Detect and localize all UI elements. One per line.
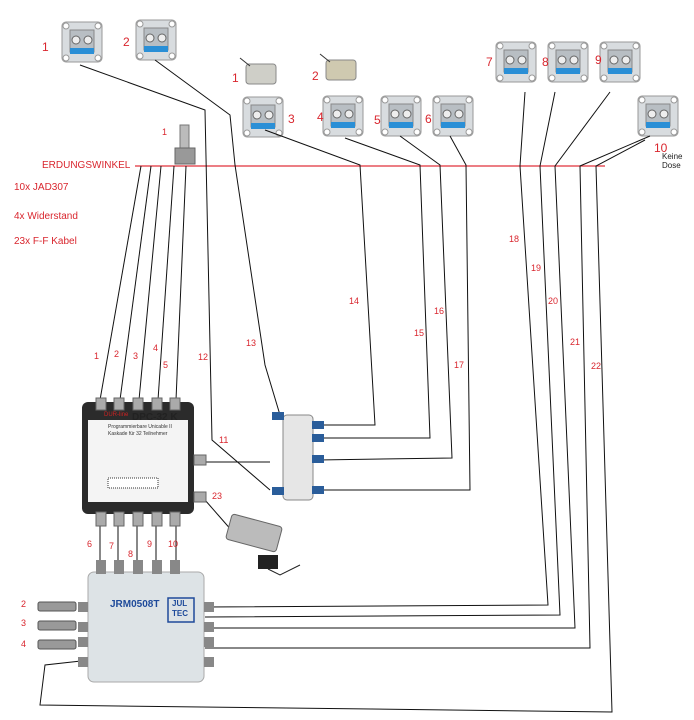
cable-11: 11 bbox=[219, 435, 229, 445]
cable-1: 1 bbox=[94, 351, 100, 361]
cable-12: 12 bbox=[198, 352, 209, 362]
no-socket-label: Keine Dose bbox=[662, 152, 683, 170]
socket-label-1: 1 bbox=[42, 40, 49, 54]
socket-label-4: 4 bbox=[317, 110, 324, 124]
socket-label-9: 9 bbox=[595, 53, 602, 67]
cable-15: 15 bbox=[414, 328, 425, 338]
cable-22: 22 bbox=[591, 361, 602, 371]
socket-label-8: 8 bbox=[542, 55, 549, 69]
cable-2: 2 bbox=[114, 349, 120, 359]
ground-label: ERDUNGSWINKEL bbox=[42, 160, 131, 171]
cable-19: 19 bbox=[531, 263, 542, 273]
multiswitch-dpc32k bbox=[82, 397, 207, 527]
note-cables: 23x F-F Kabel bbox=[14, 236, 77, 247]
terminator-label-2: 2 bbox=[21, 599, 27, 609]
socket-label-5: 5 bbox=[374, 113, 381, 127]
cable-4: 4 bbox=[153, 343, 159, 353]
socket-9 bbox=[599, 41, 641, 83]
cable-8: 8 bbox=[128, 549, 134, 559]
ground-connector bbox=[174, 124, 196, 165]
dpc-desc2: Kaskade für 32 Teilnehmer bbox=[108, 431, 168, 437]
splitter-small-2 bbox=[319, 53, 357, 81]
socket-8 bbox=[547, 41, 589, 83]
dpc-brand: DUR-line bbox=[104, 412, 129, 418]
cascade-splitter bbox=[272, 412, 324, 501]
socket-label-10: 10 bbox=[654, 141, 668, 155]
multiswitch-jrm0508t bbox=[78, 560, 214, 683]
socket-label-6: 6 bbox=[425, 112, 432, 126]
socket-2 bbox=[135, 19, 177, 61]
terminator-label-3: 3 bbox=[21, 618, 27, 628]
cable-3: 3 bbox=[133, 351, 139, 361]
note-jad307: 10x JAD307 bbox=[14, 182, 69, 193]
socket-4 bbox=[322, 95, 364, 137]
cables bbox=[39, 59, 651, 713]
socket-label-7: 7 bbox=[486, 55, 493, 69]
cable-10: 10 bbox=[168, 539, 179, 549]
cable-20: 20 bbox=[548, 296, 559, 306]
cable-9: 9 bbox=[147, 539, 153, 549]
socket-3 bbox=[242, 96, 284, 138]
cable-6: 6 bbox=[87, 539, 93, 549]
power-supply bbox=[225, 513, 301, 576]
splitter-label-1: 1 bbox=[232, 71, 239, 85]
jrm-brand1: JUL bbox=[172, 599, 188, 608]
socket-6 bbox=[432, 95, 474, 137]
cable-7: 7 bbox=[109, 541, 115, 551]
jrm-model: JRM0508T bbox=[110, 599, 160, 610]
cable-17: 17 bbox=[454, 360, 465, 370]
socket-1 bbox=[61, 21, 103, 63]
cable-21: 21 bbox=[570, 337, 581, 347]
splitter-small-1 bbox=[239, 57, 277, 85]
terminators bbox=[37, 601, 77, 650]
socket-label-3: 3 bbox=[288, 112, 295, 126]
cable-16: 16 bbox=[434, 306, 445, 316]
cable-14: 14 bbox=[349, 296, 360, 306]
cable-23: 23 bbox=[212, 491, 223, 501]
cable-5: 5 bbox=[163, 360, 169, 370]
socket-7 bbox=[495, 41, 537, 83]
jrm-brand2: TEC bbox=[172, 609, 188, 618]
dpc-model: DPC-32 K bbox=[132, 412, 178, 423]
splitter-label-2: 2 bbox=[312, 69, 319, 83]
cable-13: 13 bbox=[246, 338, 257, 348]
lnb-label: 1 bbox=[162, 127, 168, 137]
cable-18: 18 bbox=[509, 234, 520, 244]
terminator-label-4: 4 bbox=[21, 639, 27, 649]
dpc-desc1: Programmierbare Unicable II bbox=[108, 424, 172, 430]
socket-label-2: 2 bbox=[123, 35, 130, 49]
socket-5 bbox=[380, 95, 422, 137]
note-resistors: 4x Widerstand bbox=[14, 211, 78, 222]
socket-10 bbox=[637, 95, 679, 137]
